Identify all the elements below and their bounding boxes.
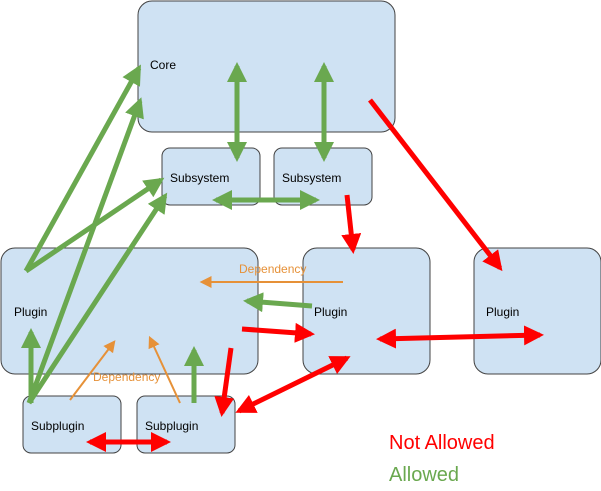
legend-not-allowed: Not Allowed [389,432,495,454]
allowed-arrow-subplugin-to-subsystem [26,192,168,405]
core-label: Core [150,58,176,72]
subplugin-right-label: Subplugin [145,419,198,433]
allowed-arrow-plugin-middle-to-left [243,292,313,313]
subplugin-left-label: Subplugin [31,419,84,433]
dependency-label-bottom: Dependency [93,370,160,384]
not-allowed-arrow-subsystem-to-plugin-middle [341,194,362,254]
node-subsystem-left: Subsystem [161,147,261,206]
node-core: Core [137,0,396,133]
plugin-right-label: Plugin [486,305,519,319]
plugin-left-label: Plugin [14,305,47,319]
subsystem-right-label: Subsystem [282,171,341,185]
allowed-arrow-plugin-left-to-core [23,64,142,273]
not-allowed-arrow-plugin-left-to-subplugin-right [214,347,235,417]
dependency-arrow-subplugin-left-up [69,340,116,401]
allowed-arrow-subplugin-to-core [26,97,144,404]
not-allowed-arrow-core-to-plugin-right [368,98,503,272]
dependency-arrow-subplugin-right-up [148,335,181,404]
not-allowed-arrow-plugin-middle-plugin-right [376,325,544,349]
not-allowed-arrow-plugin-middle-subplugin-right [235,355,351,414]
node-plugin-left: Plugin [0,247,259,375]
dependency-label-top: Dependency [239,262,306,276]
node-plugin-middle: Plugin [302,247,431,375]
not-allowed-arrow-plugin-left-to-middle [241,322,315,343]
node-plugin-right: Plugin [473,247,601,375]
plugin-middle-label: Plugin [314,305,347,319]
legend-allowed: Allowed [389,464,459,486]
subsystem-left-label: Subsystem [170,171,229,185]
